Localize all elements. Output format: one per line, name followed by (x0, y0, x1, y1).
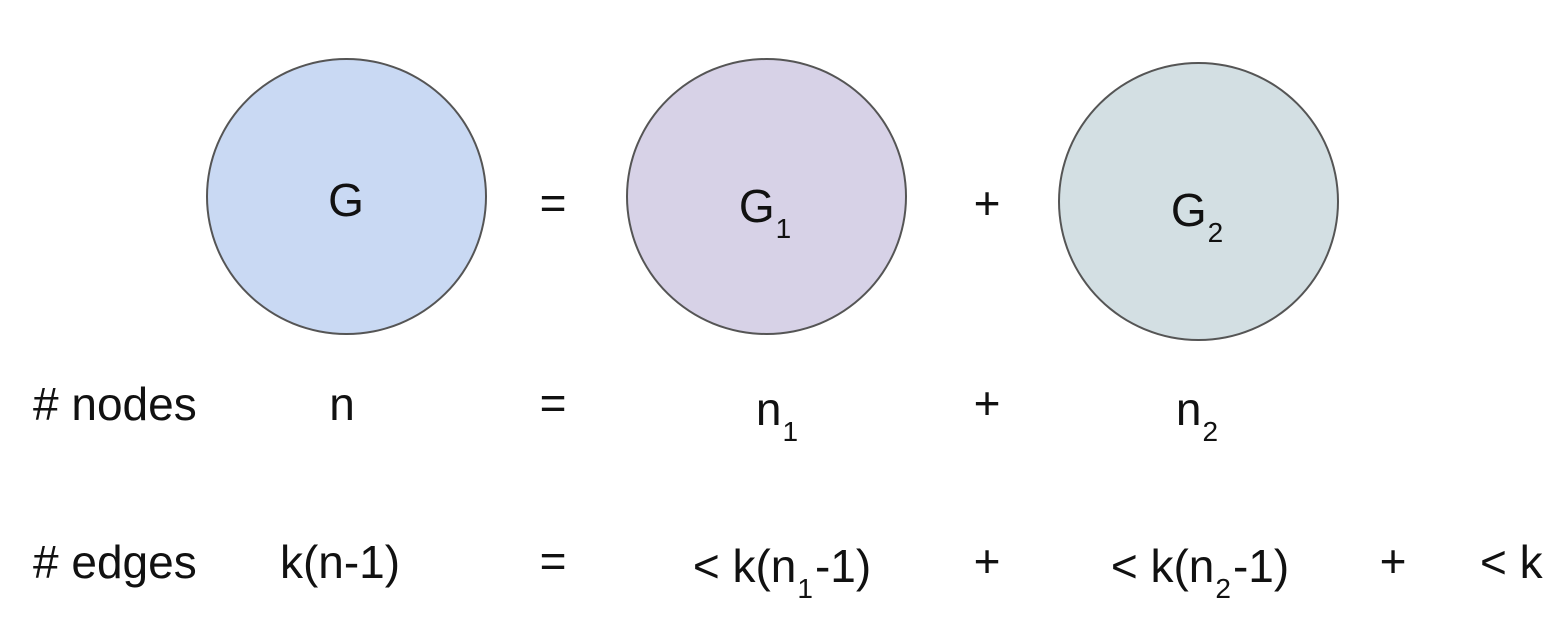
nodes-plus-sign: + (973, 377, 1001, 429)
nodes-part2: n2 (1175, 383, 1220, 446)
graph-g-letter: G (328, 174, 364, 226)
edges-part2-pre: < k(n (1110, 540, 1215, 592)
nodes-part1-base: n (755, 383, 782, 435)
graph-g-circle (206, 58, 487, 335)
edges-plus-sign-2: + (1379, 535, 1407, 587)
edges-total: k(n-1) (279, 536, 401, 588)
edges-part1: < k(n1-1) (692, 540, 872, 603)
nodes-total: n (329, 378, 355, 430)
graph-g-label: G (328, 177, 364, 223)
plus-sign: + (973, 177, 1001, 229)
nodes-part1-subscript: 1 (782, 416, 799, 447)
edges-part1-pre: < k(n (692, 540, 797, 592)
edges-extra: < k (1480, 536, 1543, 588)
graph-g2-subscript: 2 (1207, 217, 1224, 248)
graph-g2-circle (1058, 62, 1339, 341)
edges-part1-subscript: 1 (797, 573, 813, 604)
graph-g1-label: G1 (738, 180, 793, 243)
graph-g1-circle (626, 58, 907, 335)
equals-sign: = (539, 177, 567, 229)
graph-g2-label: G2 (1170, 184, 1225, 247)
edges-part2-post: -1) (1232, 540, 1290, 592)
edges-part2-subscript: 2 (1215, 573, 1231, 604)
edges-equals-sign: = (539, 535, 567, 587)
nodes-row-label: # nodes (33, 378, 197, 430)
edges-part2: < k(n2-1) (1110, 540, 1290, 603)
nodes-part2-subscript: 2 (1202, 416, 1219, 447)
graph-g1-subscript: 1 (775, 213, 792, 244)
nodes-equals-sign: = (539, 377, 567, 429)
edges-row-label: # edges (33, 536, 197, 588)
nodes-part1: n1 (755, 383, 800, 446)
graph-g1-letter: G (738, 180, 775, 232)
nodes-part2-base: n (1175, 383, 1202, 435)
graph-g2-letter: G (1170, 184, 1207, 236)
edges-plus-sign-1: + (973, 535, 1001, 587)
edges-part1-post: -1) (814, 540, 872, 592)
